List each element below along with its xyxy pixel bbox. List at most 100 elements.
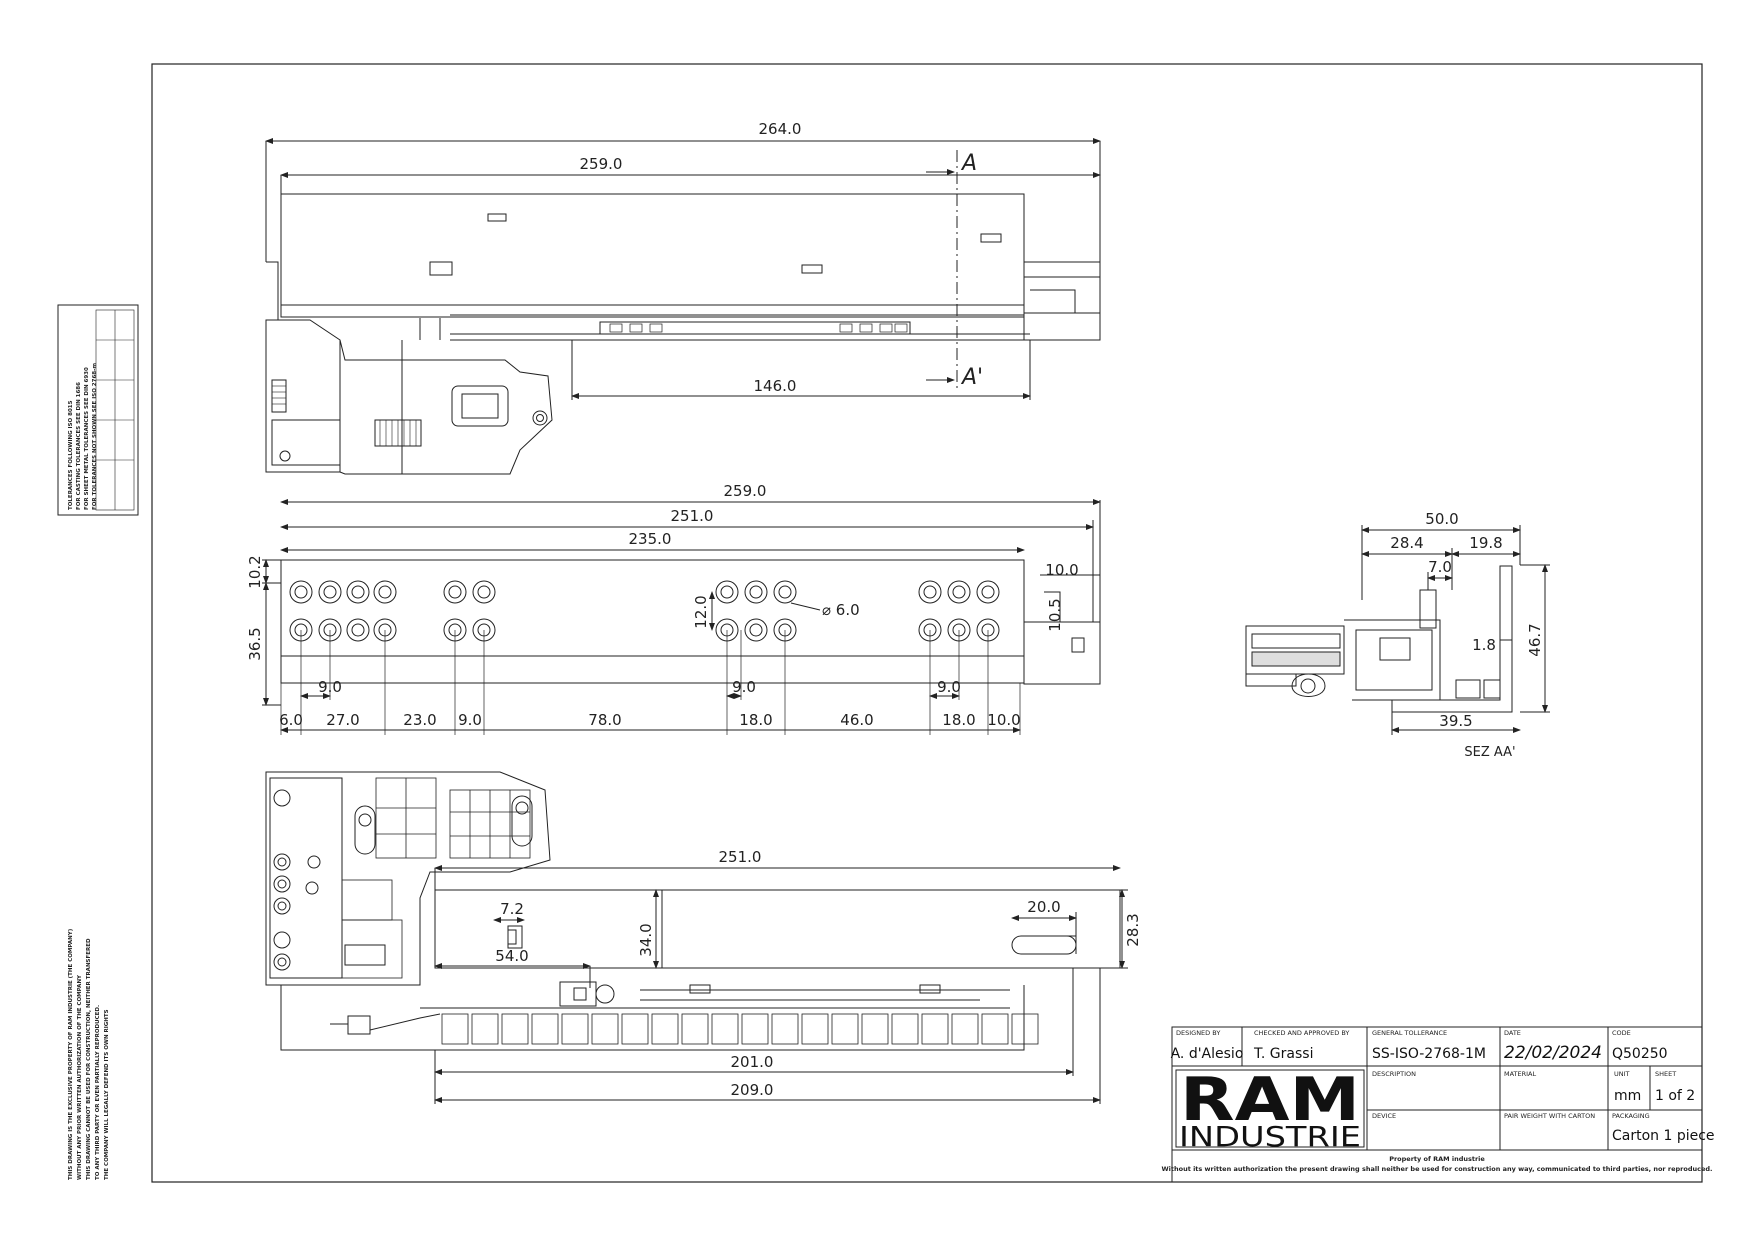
sec-dim-395: 39.5: [1439, 712, 1472, 730]
mount-hole: [477, 585, 491, 599]
sec-dim-467: 46.7: [1526, 623, 1544, 656]
mount-hole: [351, 623, 365, 637]
chain-18a: 18.0: [739, 711, 772, 729]
section-mark-a-prime: A': [960, 365, 983, 390]
mount-hole: [715, 580, 739, 604]
mount-hole: [773, 580, 797, 604]
mount-hole: [923, 585, 937, 599]
svg-text:FOR CASTING TOLERANCES SEE DIN: FOR CASTING TOLERANCES SEE DIN 1686: [76, 382, 82, 510]
mount-hole: [289, 618, 313, 642]
mount-hole: [952, 623, 966, 637]
mid-dim-12: 12.0: [692, 595, 710, 628]
mount-hole: [472, 618, 496, 642]
top-dim-146: 146.0: [754, 377, 797, 395]
mount-hole: [720, 623, 734, 637]
sec-dim-50: 50.0: [1425, 510, 1458, 528]
rail-cell: [861, 1013, 889, 1045]
bot-dim-20: 20.0: [1027, 898, 1060, 916]
bottom-view: [265, 771, 1128, 1104]
mid-view: [262, 499, 1101, 735]
hole-pattern: [289, 580, 1000, 642]
rail-cell: [441, 1013, 469, 1045]
rail-cell: [1011, 1013, 1039, 1045]
chain-9: 9.0: [458, 711, 482, 729]
mid-pitch-2: 9.0: [732, 678, 756, 696]
mid-dim-235: 235.0: [629, 530, 672, 548]
bot-dim-251: 251.0: [719, 848, 762, 866]
top-dim-259: 259.0: [580, 155, 623, 173]
packaging-value: Carton 1 piece: [1612, 1128, 1715, 1144]
mount-hole: [981, 585, 995, 599]
rail-cell: [651, 1013, 679, 1045]
material-label: MATERIAL: [1504, 1070, 1537, 1078]
mid-dim-365: 36.5: [246, 627, 264, 660]
code-label: CODE: [1612, 1029, 1631, 1037]
mount-hole: [323, 623, 337, 637]
device-label: DEVICE: [1372, 1112, 1396, 1120]
mid-dim-251: 251.0: [671, 507, 714, 525]
mount-hole: [947, 618, 971, 642]
bot-dim-201: 201.0: [731, 1053, 774, 1071]
sec-dim-284: 28.4: [1390, 534, 1423, 552]
bot-dim-283: 28.3: [1124, 913, 1142, 946]
sheet-label: SHEET: [1655, 1070, 1676, 1078]
footer-notice: Without its written authorization the pr…: [1161, 1165, 1712, 1173]
sec-dim-18: 1.8: [1472, 636, 1496, 654]
legal-note: THIS DRAWING IS THE EXCLUSIVE PROPERTY O…: [68, 928, 110, 1180]
mount-hole: [318, 580, 342, 604]
mid-dim-10: 10.0: [1045, 561, 1078, 579]
rail-cell: [681, 1013, 709, 1045]
mount-hole: [976, 580, 1000, 604]
mount-hole: [952, 585, 966, 599]
rail-cell: [561, 1013, 589, 1045]
footer-property: Property of RAM industrie: [1389, 1155, 1485, 1163]
mount-hole: [947, 580, 971, 604]
mount-hole: [749, 623, 763, 637]
mount-hole: [744, 580, 768, 604]
chain-27: 27.0: [326, 711, 359, 729]
mount-hole: [918, 618, 942, 642]
designed-by-value: A. d'Alesio: [1171, 1046, 1244, 1062]
mount-hole: [976, 618, 1000, 642]
date-value: 22/02/2024: [1504, 1043, 1602, 1063]
chain-46: 46.0: [840, 711, 873, 729]
mount-hole: [351, 585, 365, 599]
mount-hole: [448, 585, 462, 599]
rail-cell: [591, 1013, 619, 1045]
mount-hole: [749, 585, 763, 599]
mount-hole: [923, 623, 937, 637]
mount-hole: [289, 580, 313, 604]
rail-cell: [771, 1013, 799, 1045]
rail-cell: [831, 1013, 859, 1045]
mount-hole: [715, 618, 739, 642]
mid-pitch-3: 9.0: [937, 678, 961, 696]
mount-hole: [318, 618, 342, 642]
sec-dim-198: 19.8: [1469, 534, 1502, 552]
mount-hole: [744, 618, 768, 642]
svg-text:THIS DRAWING IS THE EXCLUSIVE: THIS DRAWING IS THE EXCLUSIVE PROPERTY O…: [68, 928, 74, 1180]
designed-by-label: DESIGNED BY: [1176, 1029, 1220, 1037]
section-view: [1245, 525, 1550, 735]
mid-dim-105: 10.5: [1046, 598, 1064, 631]
checked-label: CHECKED AND APPROVED BY: [1254, 1029, 1349, 1037]
chain-18b: 18.0: [942, 711, 975, 729]
mid-dim-259: 259.0: [724, 482, 767, 500]
section-mark-a: A: [960, 151, 977, 176]
mount-hole: [472, 580, 496, 604]
mount-hole: [477, 623, 491, 637]
mount-hole: [378, 585, 392, 599]
svg-text:FOR SHEET METAL TOLERANCES SEE: FOR SHEET METAL TOLERANCES SEE DIN 6930: [84, 367, 90, 510]
chain-23: 23.0: [403, 711, 436, 729]
rail-cell: [741, 1013, 769, 1045]
mid-pitch-1: 9.0: [318, 678, 342, 696]
tolerance-value: SS-ISO-2768-1M: [1372, 1046, 1486, 1062]
checked-value: T. Grassi: [1253, 1046, 1313, 1062]
top-dim-264: 264.0: [759, 120, 802, 138]
svg-text:TOLERANCES FOLLOWING ISO 8015: TOLERANCES FOLLOWING ISO 8015: [68, 400, 74, 510]
rail-cell: [921, 1013, 949, 1045]
svg-text:WITHOUT ANY PRIOR WRITTEN AUTH: WITHOUT ANY PRIOR WRITTEN AUTHORIZATION …: [77, 974, 83, 1180]
bot-dim-34: 34.0: [637, 923, 655, 956]
logo-ram: RAM: [1180, 1065, 1360, 1135]
mount-hole: [448, 623, 462, 637]
